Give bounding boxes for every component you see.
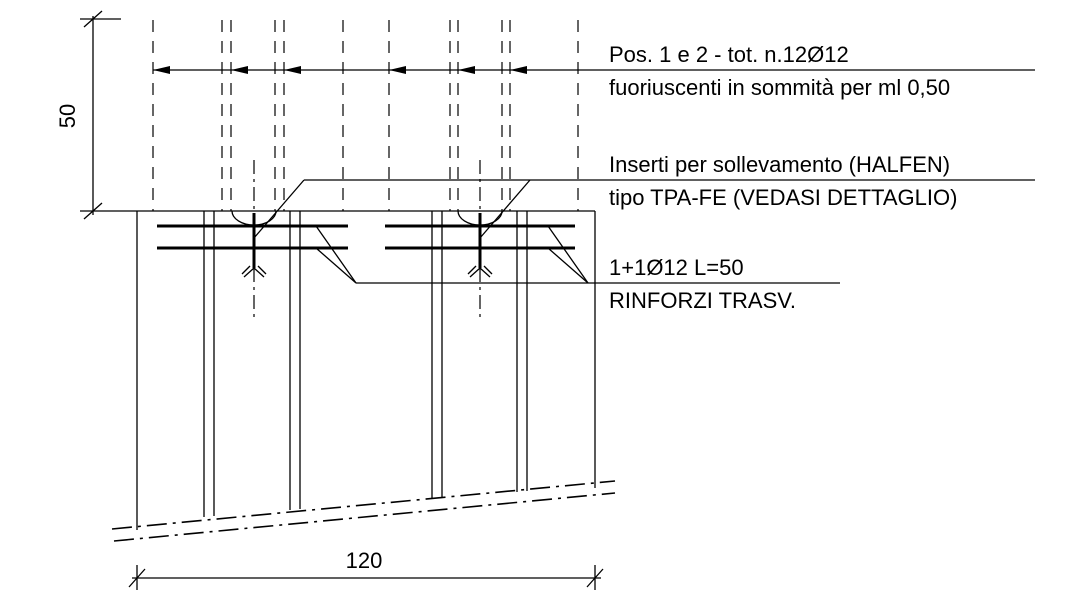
break-lines bbox=[111, 480, 616, 542]
note-reinf-line1: 1+1Ø12 L=50 bbox=[609, 255, 744, 280]
dimension-height bbox=[80, 10, 137, 220]
reinforcement-leader bbox=[315, 225, 840, 284]
dimension-height-label: 50 bbox=[55, 104, 80, 128]
note-reinf-line2: RINFORZI TRASV. bbox=[609, 288, 796, 313]
lifting-insert-right bbox=[457, 160, 503, 320]
bars-leader-arrows bbox=[153, 66, 1035, 74]
vertical-rebars bbox=[203, 211, 528, 517]
panel-outline bbox=[136, 210, 596, 530]
dimension-width-label: 120 bbox=[346, 548, 383, 573]
lifting-insert-left bbox=[231, 160, 277, 320]
protruding-bars bbox=[152, 20, 579, 211]
note-inserts-line1: Inserti per sollevamento (HALFEN) bbox=[609, 152, 950, 177]
note-bars-line2: fuoriuscenti in sommità per ml 0,50 bbox=[609, 75, 950, 100]
note-bars-line1: Pos. 1 e 2 - tot. n.12Ø12 bbox=[609, 42, 849, 67]
dimension-width bbox=[128, 565, 604, 590]
note-inserts-line2: tipo TPA-FE (VEDASI DETTAGLIO) bbox=[609, 185, 957, 210]
inserts-leader bbox=[253, 179, 1035, 239]
